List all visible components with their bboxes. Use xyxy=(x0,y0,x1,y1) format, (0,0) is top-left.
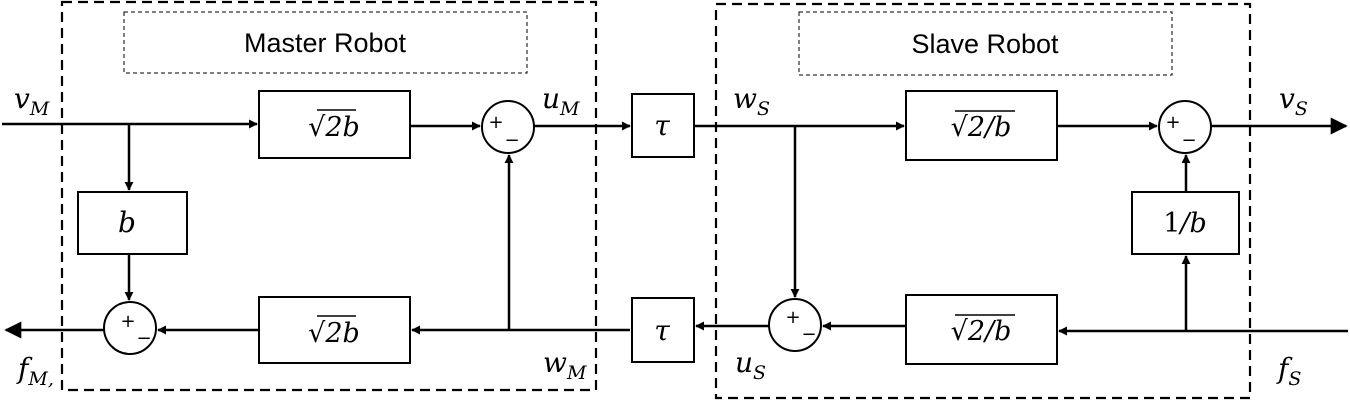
master-bottom-minus: − xyxy=(136,328,151,349)
master-b-gain: b xyxy=(118,206,136,239)
radical-bars xyxy=(317,109,1015,317)
signal-w-m: wM xyxy=(543,346,587,384)
master-title-box xyxy=(123,11,528,74)
slave-inverse-b-block xyxy=(1131,191,1240,255)
signal-v-s: vS xyxy=(1279,82,1308,120)
slave-title: Slave Robot xyxy=(911,29,1059,59)
slave-forward-gain-block xyxy=(905,90,1058,161)
slave-top-plus: + xyxy=(1165,112,1180,133)
signal-lines xyxy=(2,117,1348,339)
forward-delay: τ xyxy=(654,109,670,142)
master-forward-gain: √2b xyxy=(308,112,360,143)
master-top-minus: − xyxy=(504,130,519,151)
signal-v-m: vM xyxy=(14,82,50,120)
backward-delay: τ xyxy=(654,314,670,347)
slave-forward-gain: √2/b xyxy=(951,112,1012,143)
master-backward-gain: √2b xyxy=(308,318,360,349)
master-title: Master Robot xyxy=(244,28,407,58)
slave-inverse-b-gain: 1/b xyxy=(1163,208,1207,239)
signal-u-m: uM xyxy=(542,82,580,120)
signal-f-s: fS xyxy=(1276,352,1301,390)
slave-top-minus: − xyxy=(1181,130,1196,151)
signal-u-s: uS xyxy=(735,346,766,384)
master-forward-gain-block xyxy=(258,90,411,159)
slave-backward-gain-block xyxy=(905,294,1058,365)
master-robot-boundary xyxy=(60,0,598,392)
backward-delay-block xyxy=(631,297,695,363)
master-bottom-plus: + xyxy=(120,311,135,332)
master-top-plus: + xyxy=(488,112,503,133)
master-b-block xyxy=(77,191,188,255)
slave-bottom-minus: − xyxy=(801,324,816,345)
signal-w-s: wS xyxy=(733,82,770,120)
forward-delay-block xyxy=(631,93,695,158)
master-bottom-summer xyxy=(103,301,157,355)
signal-f-m: fM, xyxy=(16,352,54,390)
master-backward-gain-block xyxy=(258,296,411,364)
slave-bottom-plus: + xyxy=(785,307,800,328)
slave-backward-gain: √2/b xyxy=(951,316,1012,347)
slave-title-box xyxy=(798,11,1173,76)
